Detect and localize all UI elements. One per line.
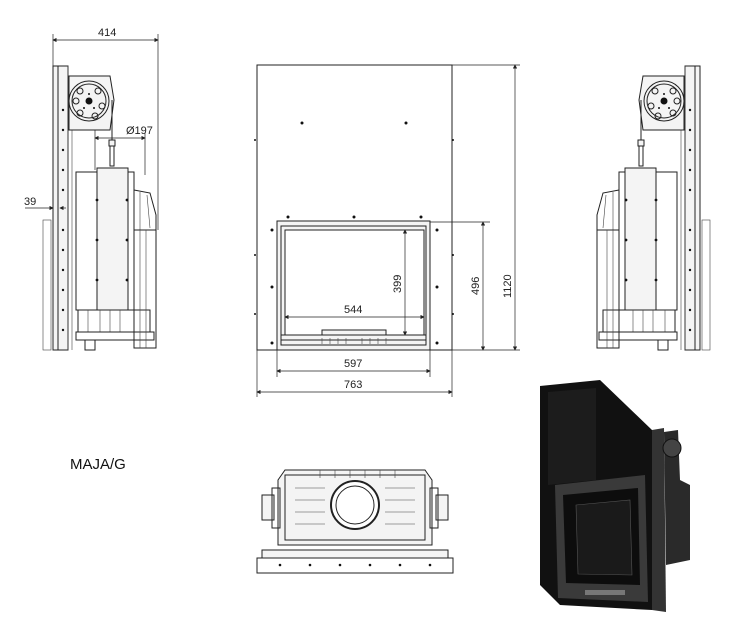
dim-door-height: 496 — [470, 277, 482, 295]
dim-total-width: 763 — [344, 379, 362, 391]
dim-total-height: 1120 — [502, 274, 514, 298]
model-name: MAJA/G — [70, 456, 126, 473]
dim-side-offset: 39 — [24, 196, 36, 208]
3d-render — [540, 380, 690, 612]
side-view-left — [25, 34, 159, 351]
top-view — [256, 469, 454, 574]
side-view-right — [596, 65, 711, 351]
dim-side-depth: 414 — [98, 27, 116, 39]
dim-door-width: 597 — [344, 358, 362, 370]
front-view — [254, 64, 520, 397]
dim-glass-width: 544 — [344, 304, 362, 316]
dim-glass-height: 399 — [392, 275, 404, 293]
dim-flue-diameter: Ø197 — [126, 125, 153, 137]
